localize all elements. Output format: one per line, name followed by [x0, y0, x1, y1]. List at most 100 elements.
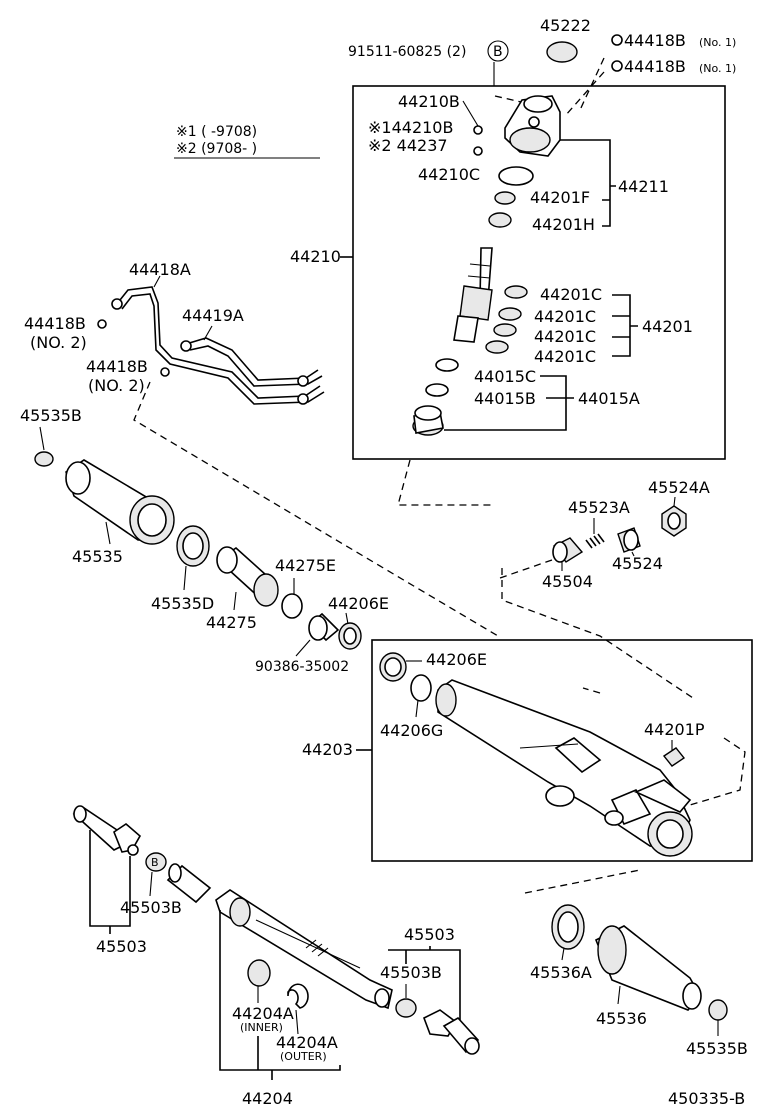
- legend: ※1 ( -9708) ※2 (9708- ): [174, 124, 320, 159]
- label-45535b-bottom: 45535B: [686, 1039, 748, 1058]
- label-44418b-no1-b: 44418B: [624, 57, 686, 76]
- ring-44201c-2: [498, 307, 522, 321]
- bushing-90386: [308, 612, 340, 642]
- legend-line-1: ※1 ( -9708): [176, 124, 257, 140]
- dust-cover-45222: [546, 41, 578, 63]
- nut-45503b-a: [145, 852, 167, 872]
- nut-45503b-a-mark: B: [151, 856, 159, 869]
- boot-45535: [65, 459, 175, 545]
- label-44204a-outer: 44204A: [276, 1033, 338, 1052]
- label-44418b-no2-a: 44418B: [24, 314, 86, 333]
- seal-44201f: [494, 191, 516, 205]
- label-44204: 44204: [242, 1089, 293, 1108]
- clamp-45535b-bottom: [708, 999, 728, 1021]
- label-45222: 45222: [540, 16, 591, 35]
- clamp-45535b-top: [34, 451, 54, 467]
- washer-44015c-top: [435, 358, 459, 372]
- tie-rod-end-45503-right: [422, 1009, 480, 1055]
- label-44210: 44210: [290, 247, 341, 266]
- label-45524: 45524: [612, 554, 663, 573]
- lock-nut-45524a: [661, 505, 687, 537]
- label-44418b-no2-b: 44418B: [86, 357, 148, 376]
- nut-45503b-b: [395, 998, 417, 1018]
- label-44275: 44275: [206, 613, 257, 632]
- label-44210b: 44210B: [398, 92, 460, 111]
- assembly-dash-lines: [133, 57, 746, 894]
- label-44206e-a: 44206E: [328, 594, 389, 613]
- valve-housing-44211: [504, 95, 561, 157]
- nut-44418b-no1-b: [611, 60, 623, 72]
- label-44210c: 44210C: [418, 165, 480, 184]
- label-45536a: 45536A: [530, 963, 592, 982]
- label-45524a: 45524A: [648, 478, 710, 497]
- label-44419a: 44419A: [182, 306, 244, 325]
- claw-washer-44204a-outer: [287, 983, 309, 1009]
- label-45503b-b: 45503B: [380, 963, 442, 982]
- nut-44418b-no1-a: [611, 34, 623, 46]
- plug-44237: [473, 146, 483, 156]
- label-outer: (OUTER): [280, 1050, 327, 1063]
- label-44201c-3: 44201C: [534, 327, 596, 346]
- label-44015c: 44015C: [474, 367, 536, 386]
- claw-washer-44204a-inner: [247, 959, 271, 987]
- label-44201c-1: 44201C: [540, 285, 602, 304]
- label-45536: 45536: [596, 1009, 647, 1028]
- label-44203: 44203: [302, 740, 353, 759]
- label-inner: (INNER): [240, 1021, 283, 1034]
- rack-guide-45504: [552, 537, 584, 563]
- plug-44201p: [662, 747, 686, 767]
- label-45535b-top: 45535B: [20, 406, 82, 425]
- label-s1-44210b: ※144210B: [368, 118, 453, 137]
- ring-44201c-4: [485, 340, 509, 354]
- ring-44201c-1: [504, 285, 528, 299]
- label-44211: 44211: [618, 177, 669, 196]
- ref-circle-b: [487, 40, 509, 62]
- label-44201p: 44201P: [644, 720, 705, 739]
- bearing-44015a: [412, 405, 444, 436]
- o-ring-44210c: [498, 166, 534, 186]
- label-45503-b: 45503: [404, 925, 455, 944]
- label-45535d: 45535D: [151, 594, 214, 613]
- label-45503-a: 45503: [96, 937, 147, 956]
- label-44201h: 44201H: [532, 215, 595, 234]
- label-91511-60825: 91511-60825 (2): [348, 44, 466, 60]
- label-44206e-b: 44206E: [426, 650, 487, 669]
- adjusting-screw-45524: [617, 527, 641, 553]
- label-44201c-4: 44201C: [534, 347, 596, 366]
- boot-45536: [594, 925, 702, 1011]
- label-44015a: 44015A: [578, 389, 640, 408]
- label-44201: 44201: [642, 317, 693, 336]
- label-44418b-no1-a: 44418B: [624, 31, 686, 50]
- label-no1-b: (No. 1): [699, 62, 736, 75]
- tie-rod-end-45503-left: [72, 805, 142, 856]
- figure-code: 450335-B: [668, 1089, 745, 1108]
- rack-housing-44203: [435, 679, 693, 857]
- bearing-44201h: [488, 212, 512, 228]
- washer-44015c: [425, 383, 449, 397]
- label-44275e: 44275E: [275, 556, 336, 575]
- label-no2-b: (NO. 2): [88, 376, 145, 395]
- bushing-44275: [216, 546, 279, 607]
- nut-44418b-no2-a: [97, 319, 107, 329]
- ring-44201c-3: [493, 323, 517, 337]
- label-45504: 45504: [542, 572, 593, 591]
- ring-44206g: [410, 674, 432, 702]
- label-44206g: 44206G: [380, 721, 443, 740]
- spring-45523a: [585, 533, 605, 549]
- control-valve-shaft: [453, 247, 493, 343]
- label-44418a: 44418A: [129, 260, 191, 279]
- o-ring-44275e: [281, 593, 303, 619]
- label-90386-35002: 90386-35002: [255, 659, 349, 675]
- legend-line-2: ※2 (9708- ): [176, 141, 257, 157]
- label-45523a: 45523A: [568, 498, 630, 517]
- label-44201c-2: 44201C: [534, 307, 596, 326]
- pressure-tubes-44418a-44419a: [111, 286, 325, 405]
- valve-assembly-box: [352, 85, 726, 460]
- label-s2-44237: ※2 44237: [368, 136, 448, 155]
- tie-rod-44204: [215, 889, 393, 1010]
- boot-sleeve: [166, 863, 212, 904]
- label-44201f: 44201F: [530, 188, 590, 207]
- label-no1-a: (No. 1): [699, 36, 736, 49]
- label-44204a-inner: 44204A: [232, 1004, 294, 1023]
- label-45503b-a: 45503B: [120, 898, 182, 917]
